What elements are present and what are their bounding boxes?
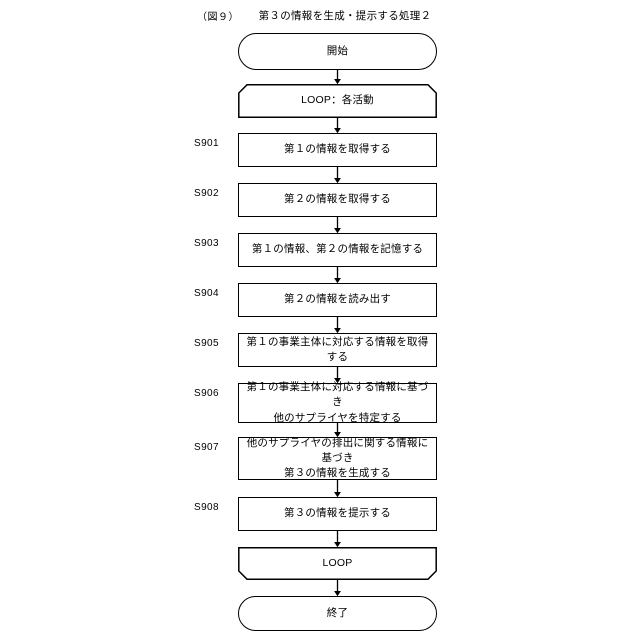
flow-node-s903-label: 第１の情報、第２の情報を記憶する (251, 243, 424, 256)
step-id-s908: S908 (194, 502, 219, 513)
figure-number-label: （図９） (197, 12, 239, 23)
flow-node-end-label: 終了 (326, 606, 349, 619)
diagram-title: 第３の情報を生成・提示する処理２ (258, 10, 432, 22)
flow-node-s906-label: 第１の事業主体に対応する情報に基づき 他のサプライヤを特定する (246, 381, 429, 424)
step-id-s906: S906 (194, 388, 219, 399)
step-id-s904: S904 (194, 288, 219, 299)
step-id-s907: S907 (194, 442, 219, 453)
step-id-s901: S901 (194, 138, 219, 149)
flow-node-s902-label: 第２の情報を取得する (284, 193, 391, 206)
flow-node-s901: 第１の情報を取得する (238, 133, 437, 167)
step-id-s905: S905 (194, 338, 219, 349)
step-id-s902: S902 (194, 188, 219, 199)
flow-node-s908-label: 第３の情報を提示する (284, 507, 391, 520)
flow-node-loop-start-label: LOOP：各活動 (301, 94, 374, 107)
flow-node-s905-label: 第１の事業主体に対応する情報を取得する (246, 335, 429, 363)
flow-node-s907: 他のサプライヤの排出に関する情報に基づき 第３の情報を生成する (238, 437, 437, 480)
flow-node-s904-label: 第２の情報を読み出す (284, 293, 391, 306)
flow-node-start: 開始 (238, 33, 437, 70)
flow-node-s904: 第２の情報を読み出す (238, 283, 437, 317)
flow-node-loop-end: LOOP (238, 547, 437, 580)
step-id-s903: S903 (194, 238, 219, 249)
flow-node-loop-end-label: LOOP (322, 556, 353, 569)
flow-node-s906: 第１の事業主体に対応する情報に基づき 他のサプライヤを特定する (238, 381, 437, 424)
flow-node-s905: 第１の事業主体に対応する情報を取得する (238, 333, 437, 367)
flow-node-end: 終了 (238, 596, 437, 631)
flow-node-start-label: 開始 (326, 44, 349, 57)
flow-node-s908: 第３の情報を提示する (238, 497, 437, 531)
flow-node-s903: 第１の情報、第２の情報を記憶する (238, 233, 437, 267)
flow-node-s901-label: 第１の情報を取得する (284, 143, 391, 156)
flow-node-loop-start: LOOP：各活動 (238, 84, 437, 118)
flow-node-s907-label: 他のサプライヤの排出に関する情報に基づき 第３の情報を生成する (246, 436, 429, 480)
flow-node-s902: 第２の情報を取得する (238, 183, 437, 217)
